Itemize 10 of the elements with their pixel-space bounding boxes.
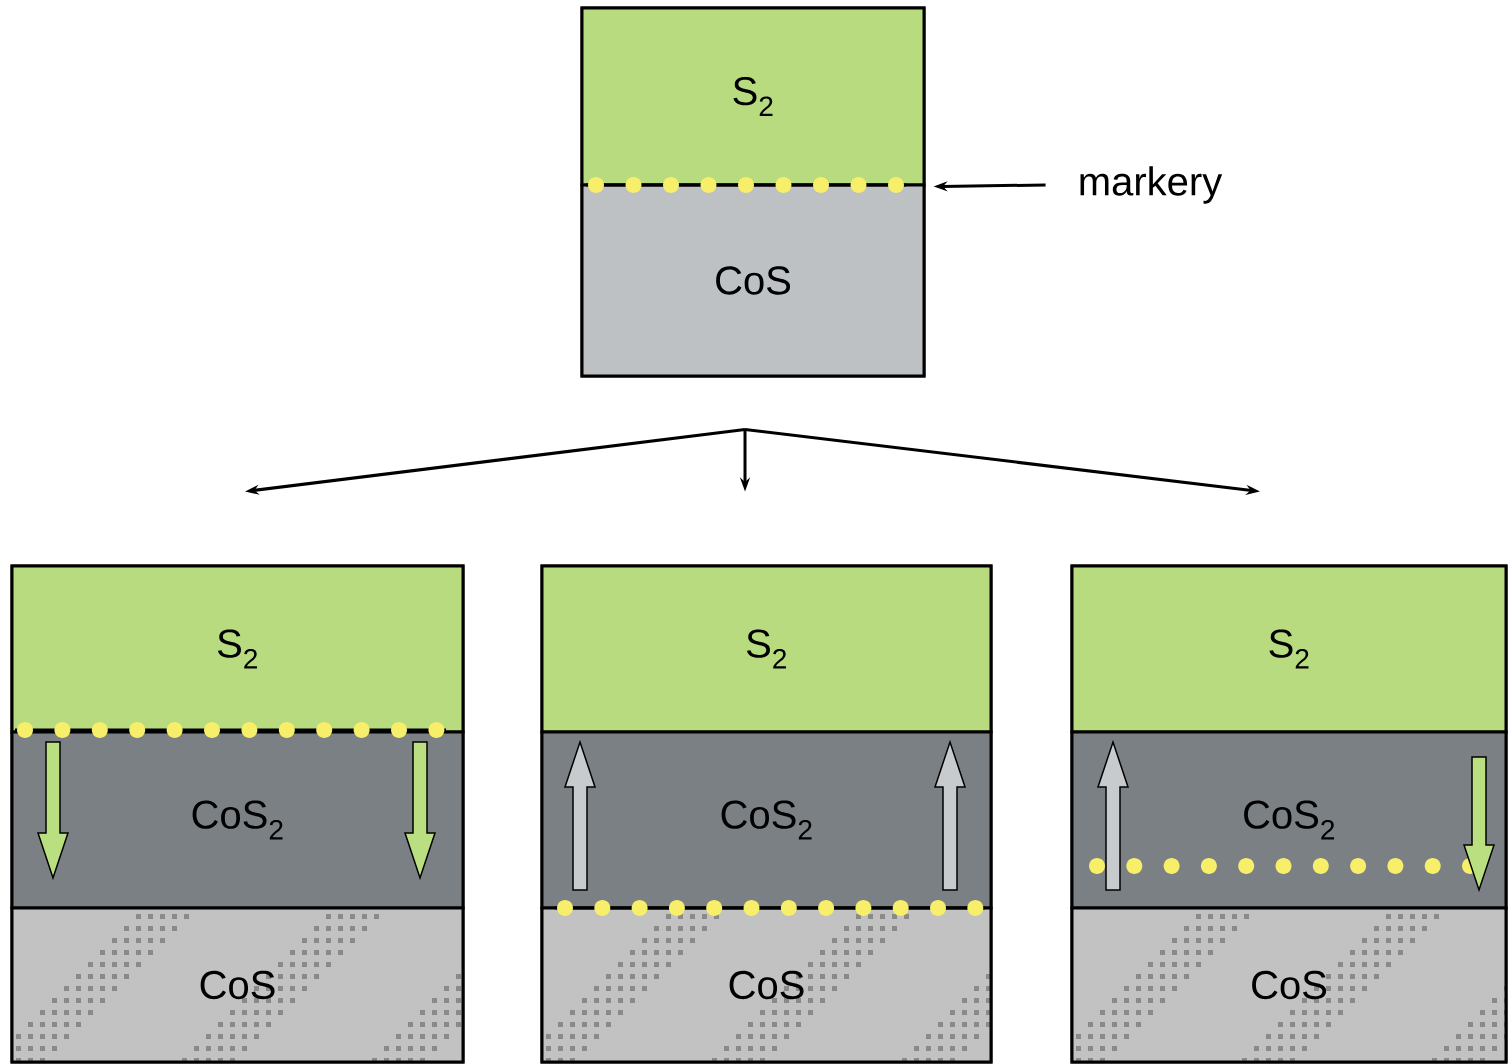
layer-box: CoS: [1070, 906, 1508, 1064]
layer-box: CoS$_{2}$: [540, 730, 993, 910]
layer-box: S$_{2}$: [540, 564, 993, 734]
layer-box: CoS$_{2}$: [10, 730, 465, 910]
layer-box: S$_{2}$: [10, 564, 465, 734]
label-text: markery: [1080, 166, 1223, 204]
layer-box: CoS: [540, 906, 993, 1064]
layer-box: S$_{2}$: [1070, 564, 1508, 734]
layer-box: CoS$_{2}$: [1070, 730, 1508, 910]
layer-box: CoS: [10, 906, 465, 1064]
